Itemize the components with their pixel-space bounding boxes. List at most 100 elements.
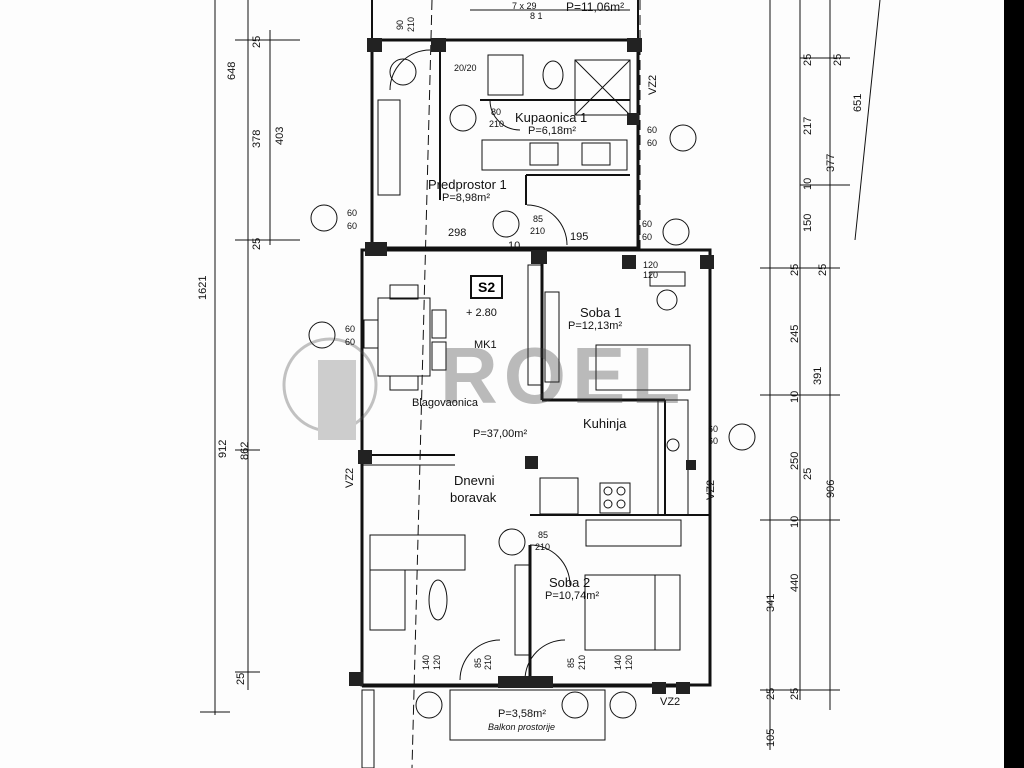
- left-dim-25c: 25: [235, 672, 247, 685]
- toilet-cistern: [487, 54, 524, 96]
- living-area: P=37,00m²: [473, 428, 528, 440]
- right-dim-10b: 10: [789, 390, 801, 403]
- left-dim-25a: 25: [251, 35, 263, 48]
- watermark-logo: [282, 337, 378, 440]
- vz-top: VZ2: [647, 74, 659, 95]
- vz-right: VZ2: [705, 479, 717, 500]
- kitchen-counter-1: [539, 477, 579, 515]
- right-dim-10c: 10: [789, 515, 801, 528]
- win-60-a: 60: [347, 208, 358, 218]
- win-60-j: 60: [708, 436, 719, 446]
- room1-area: P=12,13m²: [568, 320, 623, 332]
- left-dim-648: 648: [226, 61, 238, 80]
- dim-line-right-4: [854, 0, 881, 241]
- right-dim-105: 105: [765, 728, 777, 747]
- door-dim-2: 80: [491, 107, 502, 117]
- dim-195: 195: [570, 231, 589, 243]
- right-dim-217: 217: [802, 116, 814, 135]
- hall-area: P=8,98m²: [442, 192, 490, 204]
- right-dim-25a: 25: [802, 53, 814, 66]
- bed-room-2: [584, 574, 681, 651]
- left-dim-25b: 25: [251, 237, 263, 250]
- coffee-table: [428, 579, 448, 621]
- sink-1: [529, 142, 559, 166]
- door-dim-4: 85: [538, 530, 549, 540]
- living-name-2: boravak: [450, 490, 497, 505]
- hall-wardrobe: [377, 99, 401, 196]
- wall-upper-block: [370, 38, 640, 250]
- win-60-e: 60: [642, 219, 653, 229]
- right-dim-25f: 25: [765, 687, 777, 700]
- door-dim-6: 85: [566, 657, 576, 668]
- vz-bottom: VZ2: [660, 696, 681, 708]
- wc-dim: 20/20: [454, 63, 477, 73]
- win-60-d: 60: [647, 138, 658, 148]
- sink-2: [581, 142, 611, 166]
- win-60-h: 60: [345, 337, 356, 347]
- dining-name: Blagovaonica: [412, 397, 479, 409]
- window-dim-1b: 120: [432, 654, 442, 670]
- stair-dim-2: 8 1: [530, 11, 543, 21]
- right-dim-245: 245: [789, 324, 801, 343]
- right-dim-25d: 25: [817, 263, 829, 276]
- toilet-bowl: [542, 60, 564, 90]
- hall-name: Predprostor 1: [428, 177, 507, 192]
- right-dim-250: 250: [789, 451, 801, 470]
- left-dim-862: 862: [239, 441, 251, 460]
- balcony-name: Balkon prostorije: [488, 722, 556, 732]
- window-dim-2: 140: [613, 654, 623, 670]
- door-dim-4b: 210: [535, 542, 551, 552]
- stair-dim: 7 x 29: [512, 1, 537, 11]
- right-dim-377: 377: [825, 153, 837, 172]
- win-60-i: 60: [708, 424, 719, 434]
- right-dim-25g: 25: [789, 687, 801, 700]
- door-dim-5b: 210: [483, 654, 493, 670]
- unit-tag: S2: [470, 275, 504, 299]
- left-dim-378: 378: [251, 129, 263, 148]
- left-dim-403: 403: [274, 126, 286, 145]
- kitchen-name: Kuhinja: [583, 416, 627, 431]
- room2-name: Soba 2: [549, 575, 591, 590]
- dim-10: 10: [508, 240, 521, 252]
- win-60-g: 60: [345, 324, 356, 334]
- balcony-outline: [449, 689, 606, 741]
- win-60-b: 60: [347, 221, 358, 231]
- watermark-text: ROEL: [440, 331, 687, 420]
- door-dim-6b: 210: [577, 654, 587, 670]
- win-60-c: 60: [647, 125, 658, 135]
- right-dim-906: 906: [825, 479, 837, 498]
- right-black-border: [1004, 0, 1024, 768]
- left-dim-912: 912: [217, 439, 229, 458]
- room1-name: Soba 1: [580, 305, 622, 320]
- door-dim-2b: 210: [489, 119, 505, 129]
- room2-area: P=10,74m²: [545, 590, 600, 602]
- right-dim-651: 651: [852, 93, 864, 112]
- balcony-area: P=3,58m²: [498, 708, 546, 720]
- right-dim-25c: 25: [789, 263, 801, 276]
- vz-left: VZ2: [344, 467, 356, 488]
- right-dim-25b: 25: [832, 53, 844, 66]
- right-dim-391: 391: [812, 366, 824, 385]
- door-dim-5: 85: [473, 657, 483, 668]
- right-dim-341: 341: [765, 593, 777, 612]
- win-120-b: 120: [643, 270, 659, 280]
- right-dim-10a: 10: [802, 177, 814, 190]
- bath-area: P=6,18m²: [528, 125, 576, 137]
- bath-name: Kupaonica 1: [515, 110, 588, 125]
- dim-298: 298: [448, 227, 467, 239]
- mk-label: MK1: [474, 339, 497, 351]
- door-dim-1b: 210: [406, 16, 416, 32]
- window-dim-1: 140: [421, 654, 431, 670]
- bed-room-1: [595, 344, 691, 391]
- right-dim-150: 150: [802, 213, 814, 232]
- win-60-f: 60: [642, 232, 653, 242]
- living-name-1: Dnevni: [454, 473, 495, 488]
- bath-counter: [481, 139, 628, 171]
- top-room-area: P=11,06m²: [566, 0, 625, 14]
- level-mark: + 2.80: [466, 307, 497, 319]
- left-dim-1621: 1621: [197, 275, 209, 300]
- window-dim-2b: 120: [624, 654, 634, 670]
- right-dim-440: 440: [789, 573, 801, 592]
